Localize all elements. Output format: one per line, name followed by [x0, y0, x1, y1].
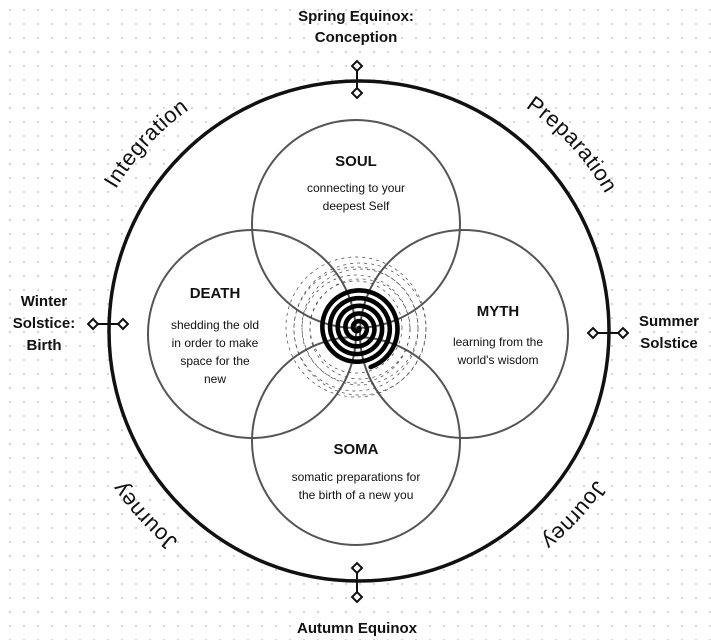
- soul-desc-line-1: connecting to your: [307, 181, 405, 195]
- death-circle: [147, 229, 357, 439]
- death-desc-line-3: space for the: [180, 354, 250, 368]
- label-winter-solstice: Winter Solstice: Birth: [13, 293, 76, 354]
- right-marker: [586, 326, 630, 340]
- soul-text: SOUL connecting to your deepest Self: [307, 153, 405, 213]
- label-top-line-1: Spring Equinox:: [298, 8, 414, 25]
- label-bottom-line-1: Autumn Equinox: [297, 620, 418, 637]
- death-desc-line-1: shedding the old: [171, 318, 259, 332]
- soma-desc-line-1: somatic preparations for: [292, 470, 421, 484]
- death-desc-line-2: in order to make: [172, 336, 259, 350]
- label-left-line-1: Winter: [21, 293, 68, 310]
- label-spring-equinox: Spring Equinox: Conception: [298, 8, 414, 46]
- label-summer-solstice: Summer Solstice: [639, 313, 699, 352]
- spiral-halo-ring: [293, 266, 419, 392]
- myth-desc-line-1: learning from the: [453, 335, 543, 349]
- label-top-line-2: Conception: [315, 29, 398, 46]
- spiral-halo-ring: [301, 274, 411, 384]
- death-title: DEATH: [190, 285, 241, 302]
- label-left-line-3: Birth: [27, 337, 62, 354]
- left-marker: [86, 317, 130, 331]
- death-text: DEATH shedding the old in order to make …: [171, 285, 259, 386]
- soma-title: SOMA: [334, 441, 379, 458]
- spiral-icon: [285, 256, 427, 398]
- bottom-marker: [350, 561, 364, 604]
- soul-desc-line-2: deepest Self: [323, 199, 390, 213]
- soma-text: SOMA somatic preparations for the birth …: [292, 441, 421, 502]
- top-marker: [350, 59, 364, 100]
- label-right-line-2: Solstice: [640, 335, 698, 352]
- label-left-line-2: Solstice:: [13, 315, 76, 332]
- myth-circle: [359, 229, 569, 439]
- myth-title: MYTH: [477, 303, 520, 320]
- myth-text: MYTH learning from the world's wisdom: [453, 303, 543, 367]
- spiral-halo-ring: [285, 256, 427, 398]
- label-autumn-equinox: Autumn Equinox: [297, 620, 418, 637]
- spiral-halo-ring: [309, 280, 403, 374]
- death-desc-line-4: new: [204, 372, 226, 386]
- diamond-marker-icon: [86, 59, 630, 604]
- label-right-line-1: Summer: [639, 313, 699, 330]
- soul-title: SOUL: [335, 153, 377, 170]
- soma-desc-line-2: the birth of a new you: [299, 488, 414, 502]
- myth-desc-line-2: world's wisdom: [457, 353, 539, 367]
